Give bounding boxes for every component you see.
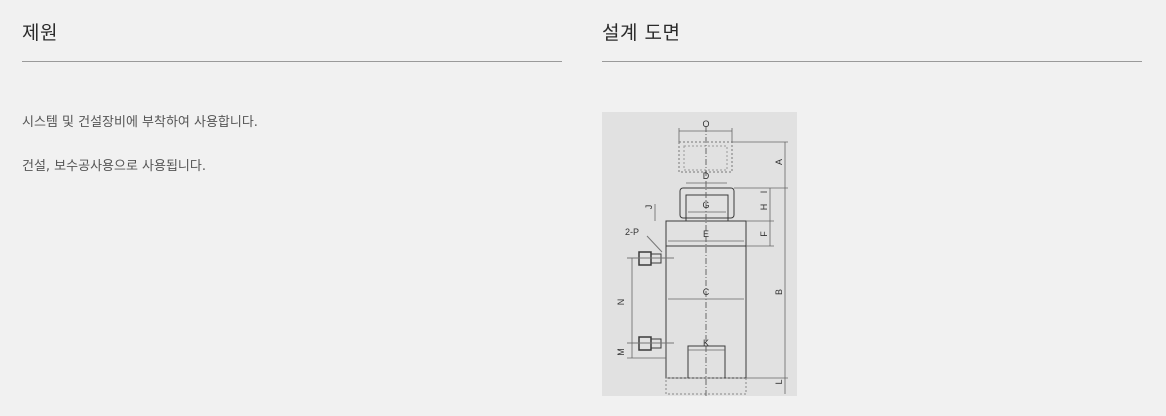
- label-i: I: [759, 191, 769, 194]
- label-j: J: [644, 205, 654, 210]
- specs-paragraph-2: 건설, 보수공사용으로 사용됩니다.: [22, 159, 206, 174]
- label-e: E: [703, 229, 709, 239]
- drawing-title: 설계 도면: [602, 22, 681, 44]
- label-h: H: [759, 204, 769, 211]
- label-k: K: [703, 338, 709, 348]
- specs-paragraph-1: 시스템 및 건설장비에 부착하여 사용합니다.: [22, 115, 258, 130]
- label-d: D: [703, 171, 710, 181]
- label-c: C: [703, 287, 710, 297]
- label-2p: 2-P: [625, 227, 639, 237]
- label-b: B: [774, 289, 784, 295]
- specs-title: 제원: [22, 22, 58, 44]
- label-n: N: [616, 299, 626, 306]
- specs-divider: [22, 61, 562, 62]
- drawing-divider: [602, 61, 1142, 62]
- label-l: L: [774, 379, 784, 384]
- label-m: M: [616, 348, 626, 356]
- label-o: O: [702, 119, 709, 129]
- label-g: G: [702, 200, 709, 210]
- label-f: F: [759, 231, 769, 237]
- cylinder-dimension-drawing: O D G E C K 2-P A B F H I J L M N: [602, 112, 797, 396]
- label-a: A: [774, 159, 784, 165]
